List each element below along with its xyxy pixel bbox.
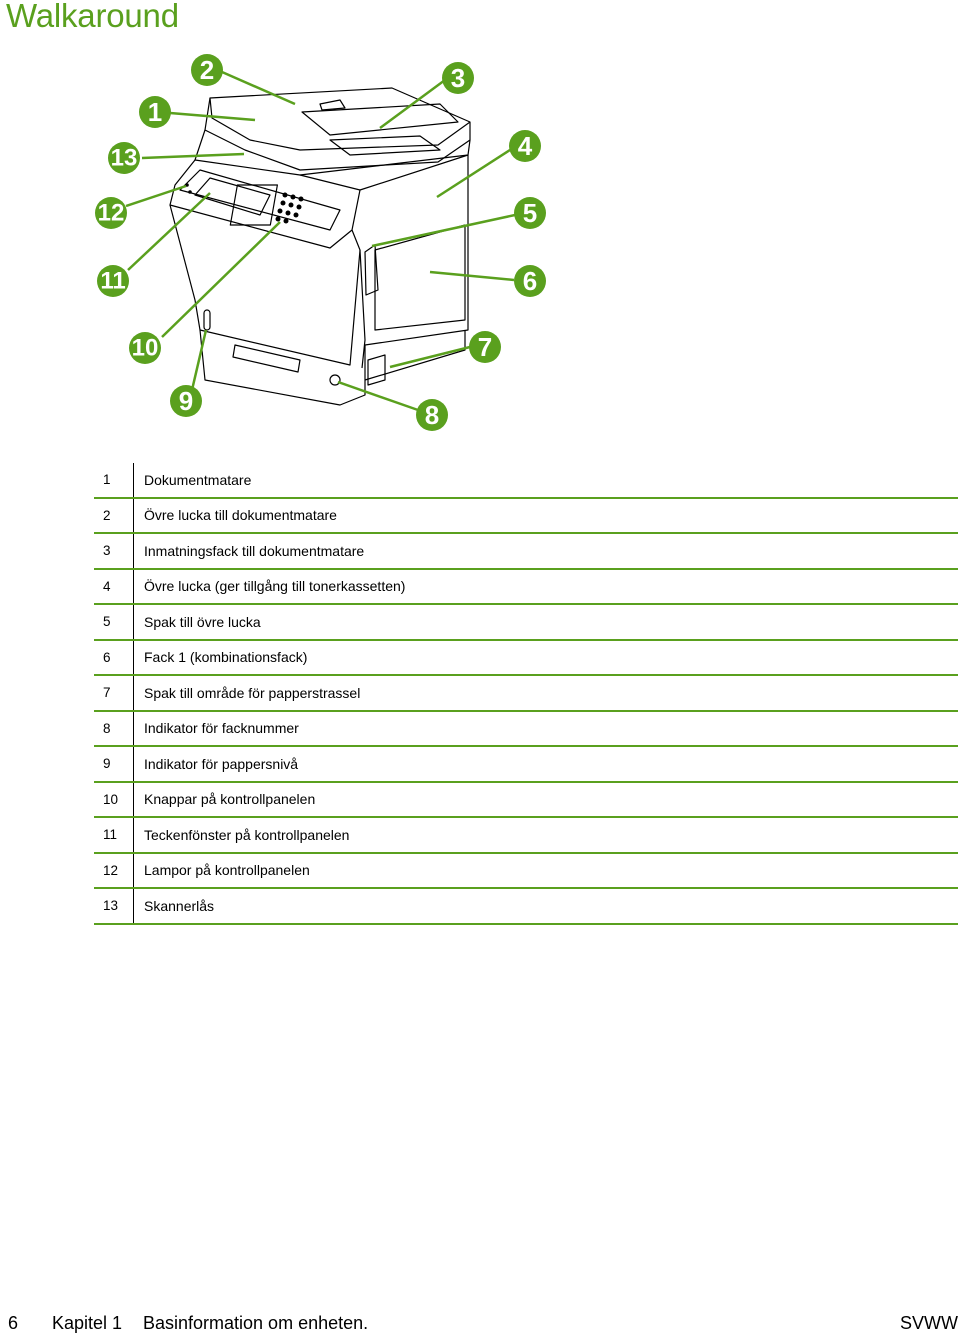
part-label: Fack 1 (kombinationsfack) [133, 639, 958, 676]
svg-text:13: 13 [111, 145, 138, 172]
callout-7: 7 [469, 331, 501, 363]
part-label: Inmatningsfack till dokumentmatare [133, 533, 958, 570]
svg-text:7: 7 [478, 332, 492, 362]
part-label: Spak till område för papperstrassel [133, 675, 958, 712]
callout-11: 11 [97, 265, 129, 297]
svg-text:10: 10 [132, 335, 159, 362]
callout-5: 5 [514, 197, 546, 229]
svg-text:11: 11 [100, 268, 125, 295]
svg-text:4: 4 [518, 131, 533, 161]
part-number: 3 [94, 533, 134, 570]
part-number: 9 [94, 746, 134, 783]
callout-10: 10 [129, 332, 161, 364]
callout-8: 8 [416, 399, 448, 431]
part-label: Övre lucka (ger tillgång till tonerkasse… [133, 568, 958, 605]
part-label: Knappar på kontrollpanelen [133, 781, 958, 818]
callouts: 1 2 3 4 5 6 7 8 9 10 11 12 13 [95, 54, 546, 431]
svg-text:5: 5 [523, 198, 537, 228]
part-label: Spak till övre lucka [133, 604, 958, 641]
svg-text:3: 3 [451, 63, 465, 93]
callout-6: 6 [514, 265, 546, 297]
footer-page-number: 6 [8, 1313, 19, 1333]
page-footer: 6 Kapitel 1 Basinformation om enheten. S… [0, 1309, 960, 1337]
callout-2: 2 [191, 54, 223, 86]
part-number: 8 [94, 710, 134, 747]
footer-doc-code: SVWW [900, 1313, 958, 1333]
part-number: 6 [94, 639, 134, 676]
callout-12: 12 [95, 197, 127, 229]
callout-leaders [125, 70, 516, 412]
callout-3: 3 [442, 62, 474, 94]
part-number: 4 [94, 568, 134, 605]
svg-text:12: 12 [98, 200, 125, 227]
part-number: 1 [94, 463, 134, 499]
svg-text:2: 2 [200, 55, 214, 85]
svg-text:9: 9 [179, 386, 193, 416]
part-number: 13 [94, 888, 134, 925]
part-label: Övre lucka till dokumentmatare [133, 497, 958, 534]
part-number: 2 [94, 497, 134, 534]
callout-1: 1 [139, 96, 171, 128]
part-label: Skannerlås [133, 888, 958, 925]
svg-text:6: 6 [523, 266, 537, 296]
callout-4: 4 [509, 130, 541, 162]
part-number: 7 [94, 675, 134, 712]
part-number: 11 [94, 817, 134, 854]
printer-drawing [169, 87, 471, 406]
printer-illustration: 1 2 3 4 5 6 7 8 9 10 11 12 13 [95, 54, 546, 431]
footer-chapter: Kapitel 1 [52, 1313, 123, 1333]
part-label: Dokumentmatare [133, 463, 958, 499]
part-label: Teckenfönster på kontrollpanelen [133, 817, 958, 854]
svg-text:1: 1 [148, 97, 162, 127]
part-label: Indikator för pappersnivå [133, 746, 958, 783]
part-number: 12 [94, 852, 134, 889]
part-label: Indikator för facknummer [133, 710, 958, 747]
part-label: Lampor på kontrollpanelen [133, 852, 958, 889]
svg-text:8: 8 [425, 400, 439, 430]
callout-13: 13 [108, 142, 140, 174]
footer-chapter-title: Basinformation om enheten. [143, 1313, 369, 1333]
part-number: 10 [94, 781, 134, 818]
part-number: 5 [94, 604, 134, 641]
page-title: Walkaround [6, 0, 179, 34]
callout-9: 9 [170, 385, 202, 417]
